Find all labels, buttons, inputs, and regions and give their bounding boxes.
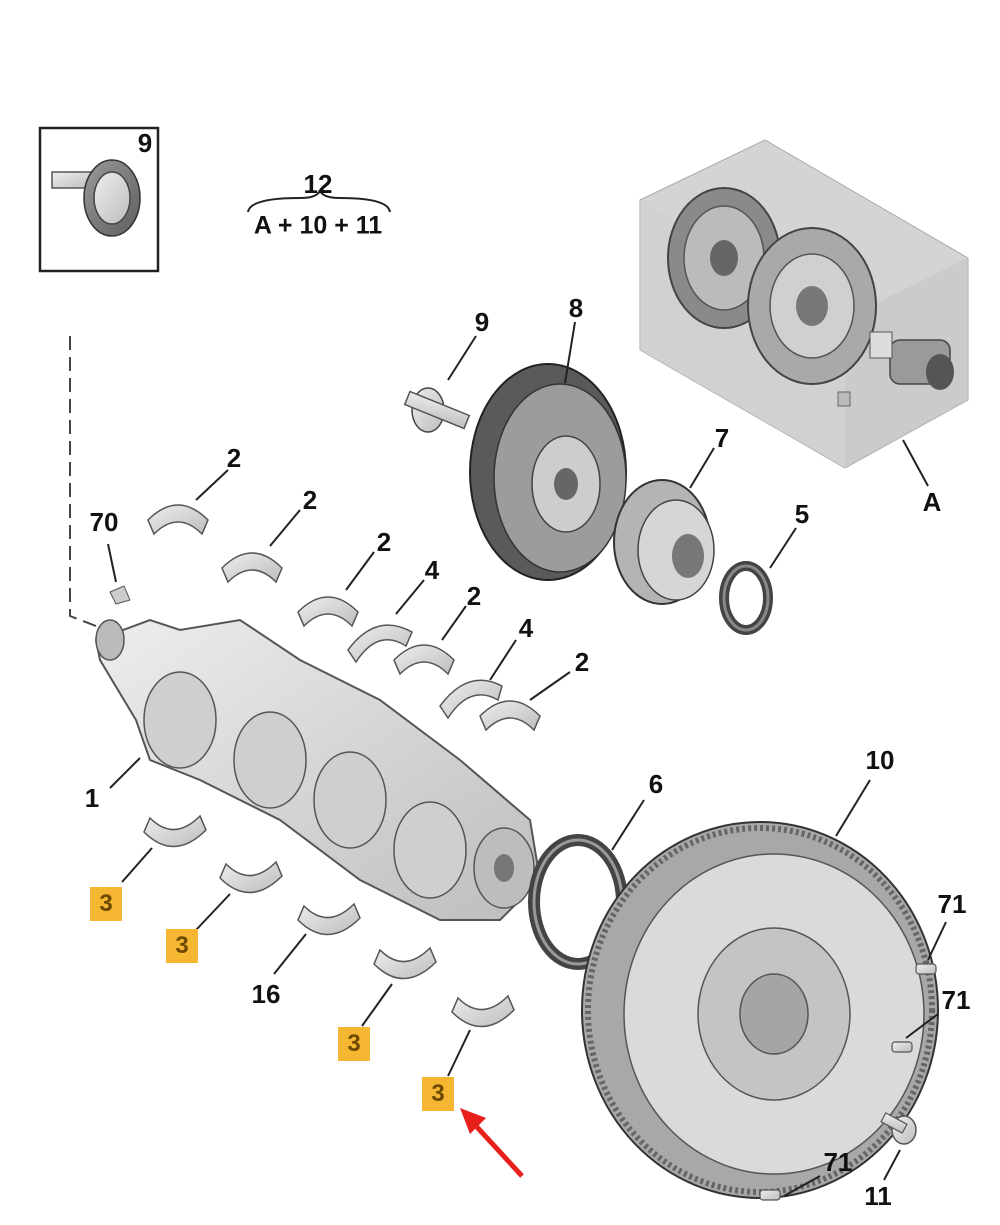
- label-71-c: 71: [823, 1147, 853, 1177]
- label-2-b: 2: [302, 485, 318, 515]
- label-4-a: 4: [424, 555, 440, 585]
- key-70: [107, 543, 131, 605]
- label-5: 5: [794, 499, 810, 529]
- label-6: 6: [648, 769, 664, 799]
- label-2-d: 2: [466, 581, 482, 611]
- dowels-71: [759, 963, 937, 1201]
- label-71-a: 71: [937, 889, 967, 919]
- inset-label-9: 9: [137, 128, 153, 158]
- red-arrow-icon: [460, 1108, 524, 1178]
- clutch-kit-box: [639, 139, 969, 487]
- label-a: A: [922, 487, 942, 517]
- leader-lines-fasteners: [783, 921, 947, 1197]
- label-16: 16: [251, 979, 281, 1009]
- highlight-3-c: 3: [338, 1027, 370, 1061]
- pressure-plate: [747, 227, 877, 385]
- label-11: 11: [864, 1181, 892, 1211]
- bolt-11: [880, 1112, 917, 1145]
- release-bearing: [869, 331, 954, 390]
- leader-lines-lower: [121, 847, 471, 1077]
- crankshaft-1: [94, 618, 542, 921]
- label-71-b: 71: [941, 985, 971, 1015]
- label-70: 70: [89, 507, 119, 537]
- kit-number-12: 12: [303, 169, 333, 199]
- label-4-b: 4: [518, 613, 534, 643]
- bearing-shells-upper: [147, 504, 541, 732]
- label-2-e: 2: [574, 647, 590, 677]
- highlight-3-b: 3: [166, 929, 198, 963]
- bolt-9: [403, 335, 477, 433]
- seal-5: [719, 527, 797, 635]
- label-8: 8: [568, 293, 584, 323]
- label-10: 10: [865, 745, 895, 775]
- bearing-shells-lower: [143, 814, 515, 1028]
- highlight-3-a: 3: [90, 887, 122, 921]
- label-2-a: 2: [226, 443, 242, 473]
- inset-box: [38, 126, 160, 273]
- kit-formula: A + 10 + 11: [253, 211, 383, 240]
- bolt-9-inset: [51, 159, 141, 237]
- kit-brace: [247, 189, 391, 213]
- flywheel-10: [581, 779, 939, 1199]
- label-2-c: 2: [376, 527, 392, 557]
- highlight-3-d: 3: [422, 1077, 454, 1111]
- label-1: 1: [84, 783, 100, 813]
- label-7: 7: [714, 423, 730, 453]
- label-9: 9: [474, 307, 490, 337]
- dashed-outline: [69, 336, 97, 627]
- pulley-8: [469, 321, 627, 581]
- sprocket-7: [613, 447, 715, 605]
- leader-lines-upper: [195, 469, 571, 701]
